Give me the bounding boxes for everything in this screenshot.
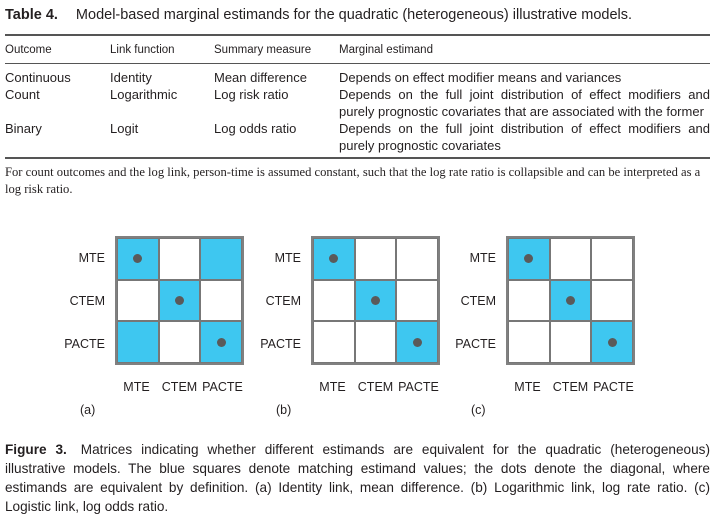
figure-caption-text: Matrices indicating whether different es… [5,442,710,514]
empty-cell [200,279,242,322]
empty-cell [591,238,633,280]
cell-estimand: Depends on the full joint distribution o… [339,87,710,119]
empty-cell [396,279,438,322]
diagonal-dot [524,254,534,264]
cell-measure: Log odds ratio [214,121,297,136]
row-label: CTEM [69,294,105,308]
matching-cell [549,279,592,322]
row-label: PACTE [260,337,301,351]
empty-cell [508,321,550,363]
matching-cell [200,238,242,280]
diagonal-dot [607,337,617,347]
header-outcome: Outcome [5,44,52,56]
matching-cell [200,321,242,363]
matching-cell [591,321,633,363]
diagonal-dot [216,337,226,347]
header-estimand: Marginal estimand [339,44,433,56]
empty-cell [354,238,397,280]
row-label: PACTE [64,337,105,351]
figure-caption: Figure 3.Matrices indicating whether dif… [5,440,710,516]
empty-cell [396,238,438,280]
empty-cell [591,279,633,322]
panel-label: (c) [471,403,486,417]
row-label: MTE [78,251,105,265]
cell-link: Logit [110,121,139,136]
diagonal-dot [565,295,575,305]
diagonal-dot [174,295,184,305]
empty-cell [354,321,397,363]
column-label: CTEM [552,380,589,394]
empty-cell [313,279,355,322]
cell-measure: Log risk ratio [214,87,289,102]
empty-cell [117,279,159,322]
empty-cell [549,238,592,280]
divider [5,34,710,36]
empty-cell [549,321,592,363]
matching-cell [313,238,355,280]
cell-estimand: Depends on the full joint distribution o… [339,121,710,153]
matrix-panel [115,236,244,365]
cell-estimand: Depends on effect modifier means and var… [339,70,622,85]
cell-outcome: Count [5,87,40,102]
row-label: CTEM [265,294,301,308]
row-label: CTEM [460,294,496,308]
column-label: MTE [319,380,346,394]
divider [5,63,710,64]
cell-link: Logarithmic [110,87,178,102]
empty-cell [158,238,201,280]
column-label: PACTE [202,380,243,394]
diagonal-dot [133,254,143,264]
empty-cell [158,321,201,363]
table-label: Table 4. [5,7,58,23]
row-label: PACTE [455,337,496,351]
table-caption: Model-based marginal estimands for the q… [75,7,633,23]
cell-measure: Mean difference [214,70,307,85]
column-label: MTE [514,380,541,394]
table-title: Table 4. Model-based marginal estimands f… [5,7,632,23]
column-label: CTEM [357,380,394,394]
matching-cell [117,321,159,363]
diagonal-dot [370,295,380,305]
matrix-panel [311,236,440,365]
cell-outcome: Continuous [5,70,71,85]
empty-cell [313,321,355,363]
matching-cell [354,279,397,322]
row-label: MTE [469,251,496,265]
cell-outcome: Binary [5,121,42,136]
table-footnote: For count outcomes and the log link, per… [5,165,701,196]
header-link: Link function [110,44,175,56]
cell-link: Identity [110,70,152,85]
matching-cell [158,279,201,322]
divider [5,157,710,159]
matching-cell [396,321,438,363]
matching-cell [508,238,550,280]
column-label: PACTE [398,380,439,394]
panel-label: (a) [80,403,96,417]
matrix-panel [506,236,635,365]
row-label: MTE [274,251,301,265]
diagonal-dot [412,337,422,347]
empty-cell [508,279,550,322]
diagonal-dot [329,254,339,264]
column-label: MTE [123,380,150,394]
column-label: PACTE [593,380,634,394]
column-label: CTEM [161,380,198,394]
figure-label: Figure 3. [5,442,67,457]
header-measure: Summary measure [214,44,312,56]
panel-label: (b) [276,403,292,417]
matching-cell [117,238,159,280]
